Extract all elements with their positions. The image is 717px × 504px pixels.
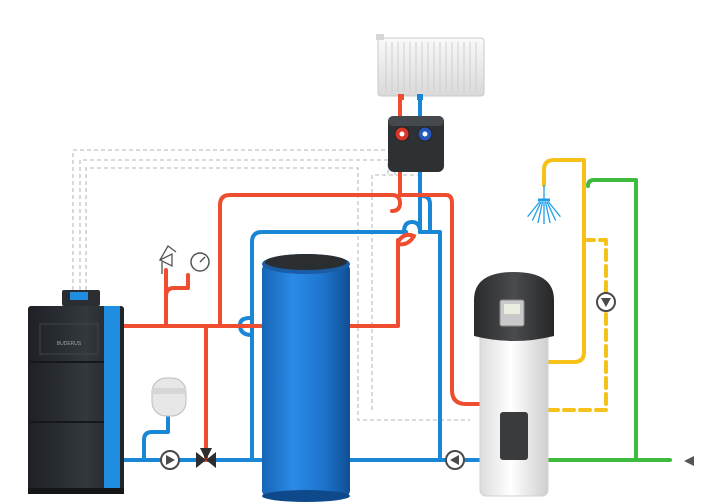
pressure-gauge [190,252,210,272]
shower-spray-line [537,201,544,224]
safety-valve [158,245,177,274]
cold-water-inlet-arrow [684,456,694,466]
control-line [79,159,389,290]
shower-spray-line [527,201,541,218]
expansion-vessel [151,377,187,417]
shower-spray-line [531,201,542,221]
return-pipe [250,230,408,462]
radiator [376,34,485,100]
boiler: BUDERUS [28,290,124,494]
control-line [85,167,470,421]
dhw-flow-pipe [542,158,586,364]
buffer-tank [262,254,350,502]
dhw-pipes [542,158,608,412]
circulation-pump [445,450,465,470]
boiler-brand-label: BUDERUS [57,341,82,347]
cold-water-pipe [586,178,638,462]
circulation-pump [160,450,180,470]
return-pipe [142,416,170,462]
hydraulic-station [388,116,444,172]
return-pipe [420,194,432,234]
control-line [371,174,420,410]
shower-spray-line [544,201,551,224]
shower-head [527,185,561,224]
flow-pipe [390,193,402,213]
dhw-circulation-pump [596,292,616,312]
cold-water-pipes [546,178,672,462]
shower-spray-line [546,201,557,221]
flow-pipe [398,193,482,406]
control-lines [72,149,470,421]
flow-pipe [218,193,394,328]
three-way-mixing-valve [196,448,216,468]
heat-pump-water-heater [474,272,554,497]
control-line [72,149,396,290]
shower-spray-line [547,201,561,218]
flow-pipe [348,238,400,328]
flow-pipe [164,273,190,328]
flow-pipe [396,232,416,247]
dhw-circulation-pipe [546,238,608,412]
